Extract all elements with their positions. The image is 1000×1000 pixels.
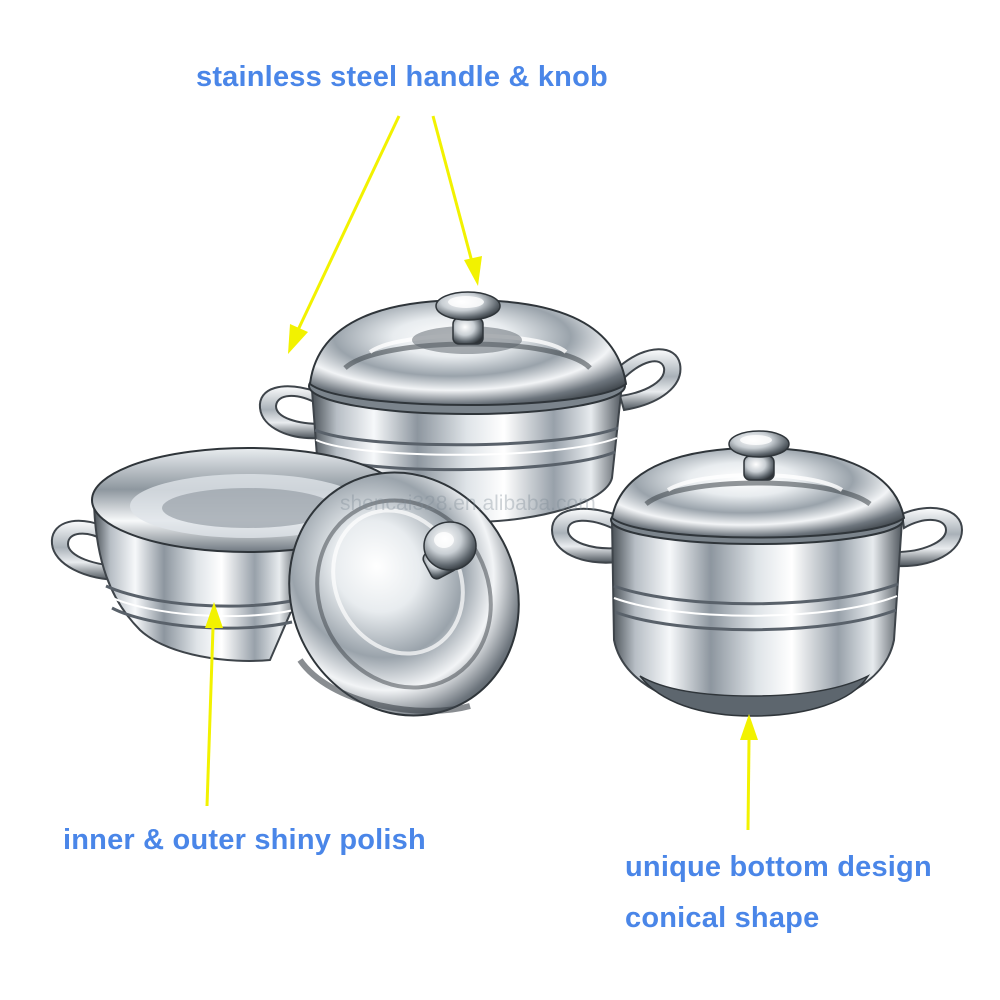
small-pot: [550, 430, 964, 717]
small-pot-conical-bottom: [639, 674, 871, 717]
small-pot-lid: [610, 446, 906, 539]
arrow-to-bottom: [740, 714, 758, 831]
arrow-to-handle: [288, 115, 401, 354]
large-pot-right-handle: [618, 348, 682, 412]
small-pot-knob: [728, 430, 790, 481]
callout-conical-shape: conical shape: [625, 902, 820, 934]
loose-lid-knob: [422, 521, 477, 580]
loose-lid: [288, 471, 520, 717]
callout-bottom-design: unique bottom design: [625, 851, 932, 883]
open-bowl: [50, 447, 405, 662]
small-pot-left-handle: [550, 507, 619, 564]
watermark: shencai328.en.alibaba.com: [340, 492, 596, 515]
callout-handle-knob: stainless steel handle & knob: [196, 61, 608, 93]
small-pot-right-handle: [895, 507, 964, 568]
callout-shiny-polish: inner & outer shiny polish: [63, 824, 426, 856]
arrow-to-polish: [205, 602, 223, 807]
arrow-to-knob: [431, 115, 482, 286]
large-pot-knob: [435, 291, 501, 345]
